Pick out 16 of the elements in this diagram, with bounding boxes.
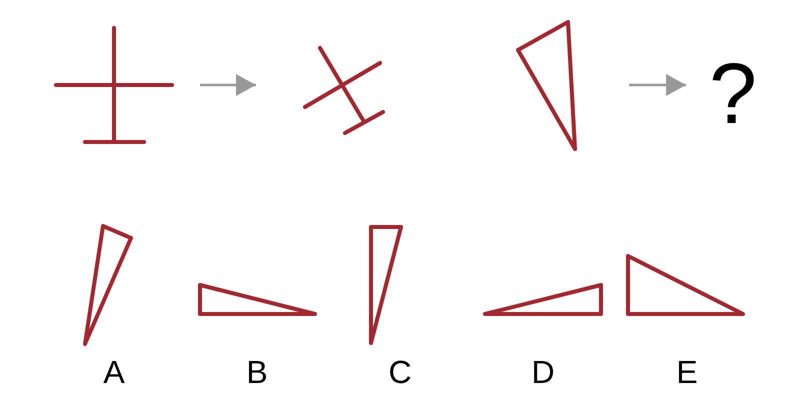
triangle-figure — [368, 224, 404, 346]
cross-figure — [302, 45, 386, 136]
triangle-figure — [515, 19, 578, 152]
arrow — [629, 74, 686, 96]
triangle-figure — [197, 282, 318, 317]
option-letter: D — [531, 356, 555, 388]
option-letter: B — [246, 356, 268, 388]
triangle-figure — [482, 282, 604, 317]
option-letter: E — [676, 356, 698, 388]
triangle-figure — [625, 253, 746, 317]
option-letter: C — [388, 356, 412, 388]
triangle-figure — [82, 223, 134, 347]
option-letter: A — [103, 356, 125, 388]
question-mark: ? — [709, 51, 757, 137]
arrow — [200, 74, 256, 96]
cross-figure — [53, 25, 175, 145]
